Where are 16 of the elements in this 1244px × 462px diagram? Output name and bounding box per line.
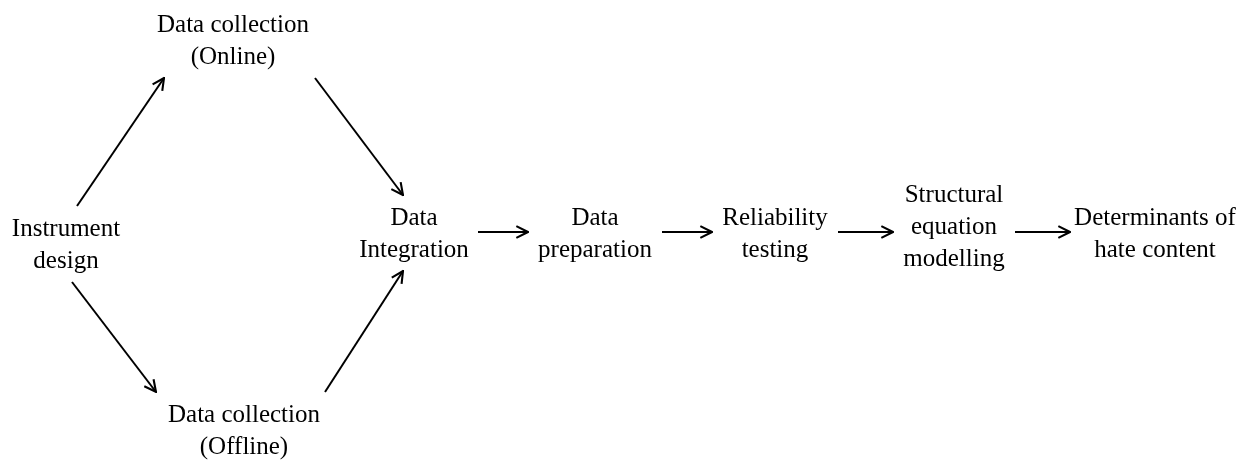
arrow (76, 76, 166, 207)
step-label: Instrument design (10, 213, 122, 275)
arrow (314, 77, 405, 197)
arrow (1014, 225, 1072, 239)
arrow (661, 225, 714, 239)
step-label: Data collection (Offline) (167, 399, 321, 461)
step-label: Data preparation (537, 202, 653, 264)
step-label: Data Integration (358, 202, 470, 264)
step-label: Reliability testing (721, 202, 829, 264)
arrow (477, 225, 530, 239)
step-label: Data collection (Online) (156, 9, 310, 71)
arrow (837, 225, 895, 239)
arrow (71, 281, 158, 394)
arrow (324, 269, 405, 393)
step-label: Determinants of hate content (1074, 202, 1236, 264)
step-label: Structural equation modelling (902, 179, 1006, 273)
